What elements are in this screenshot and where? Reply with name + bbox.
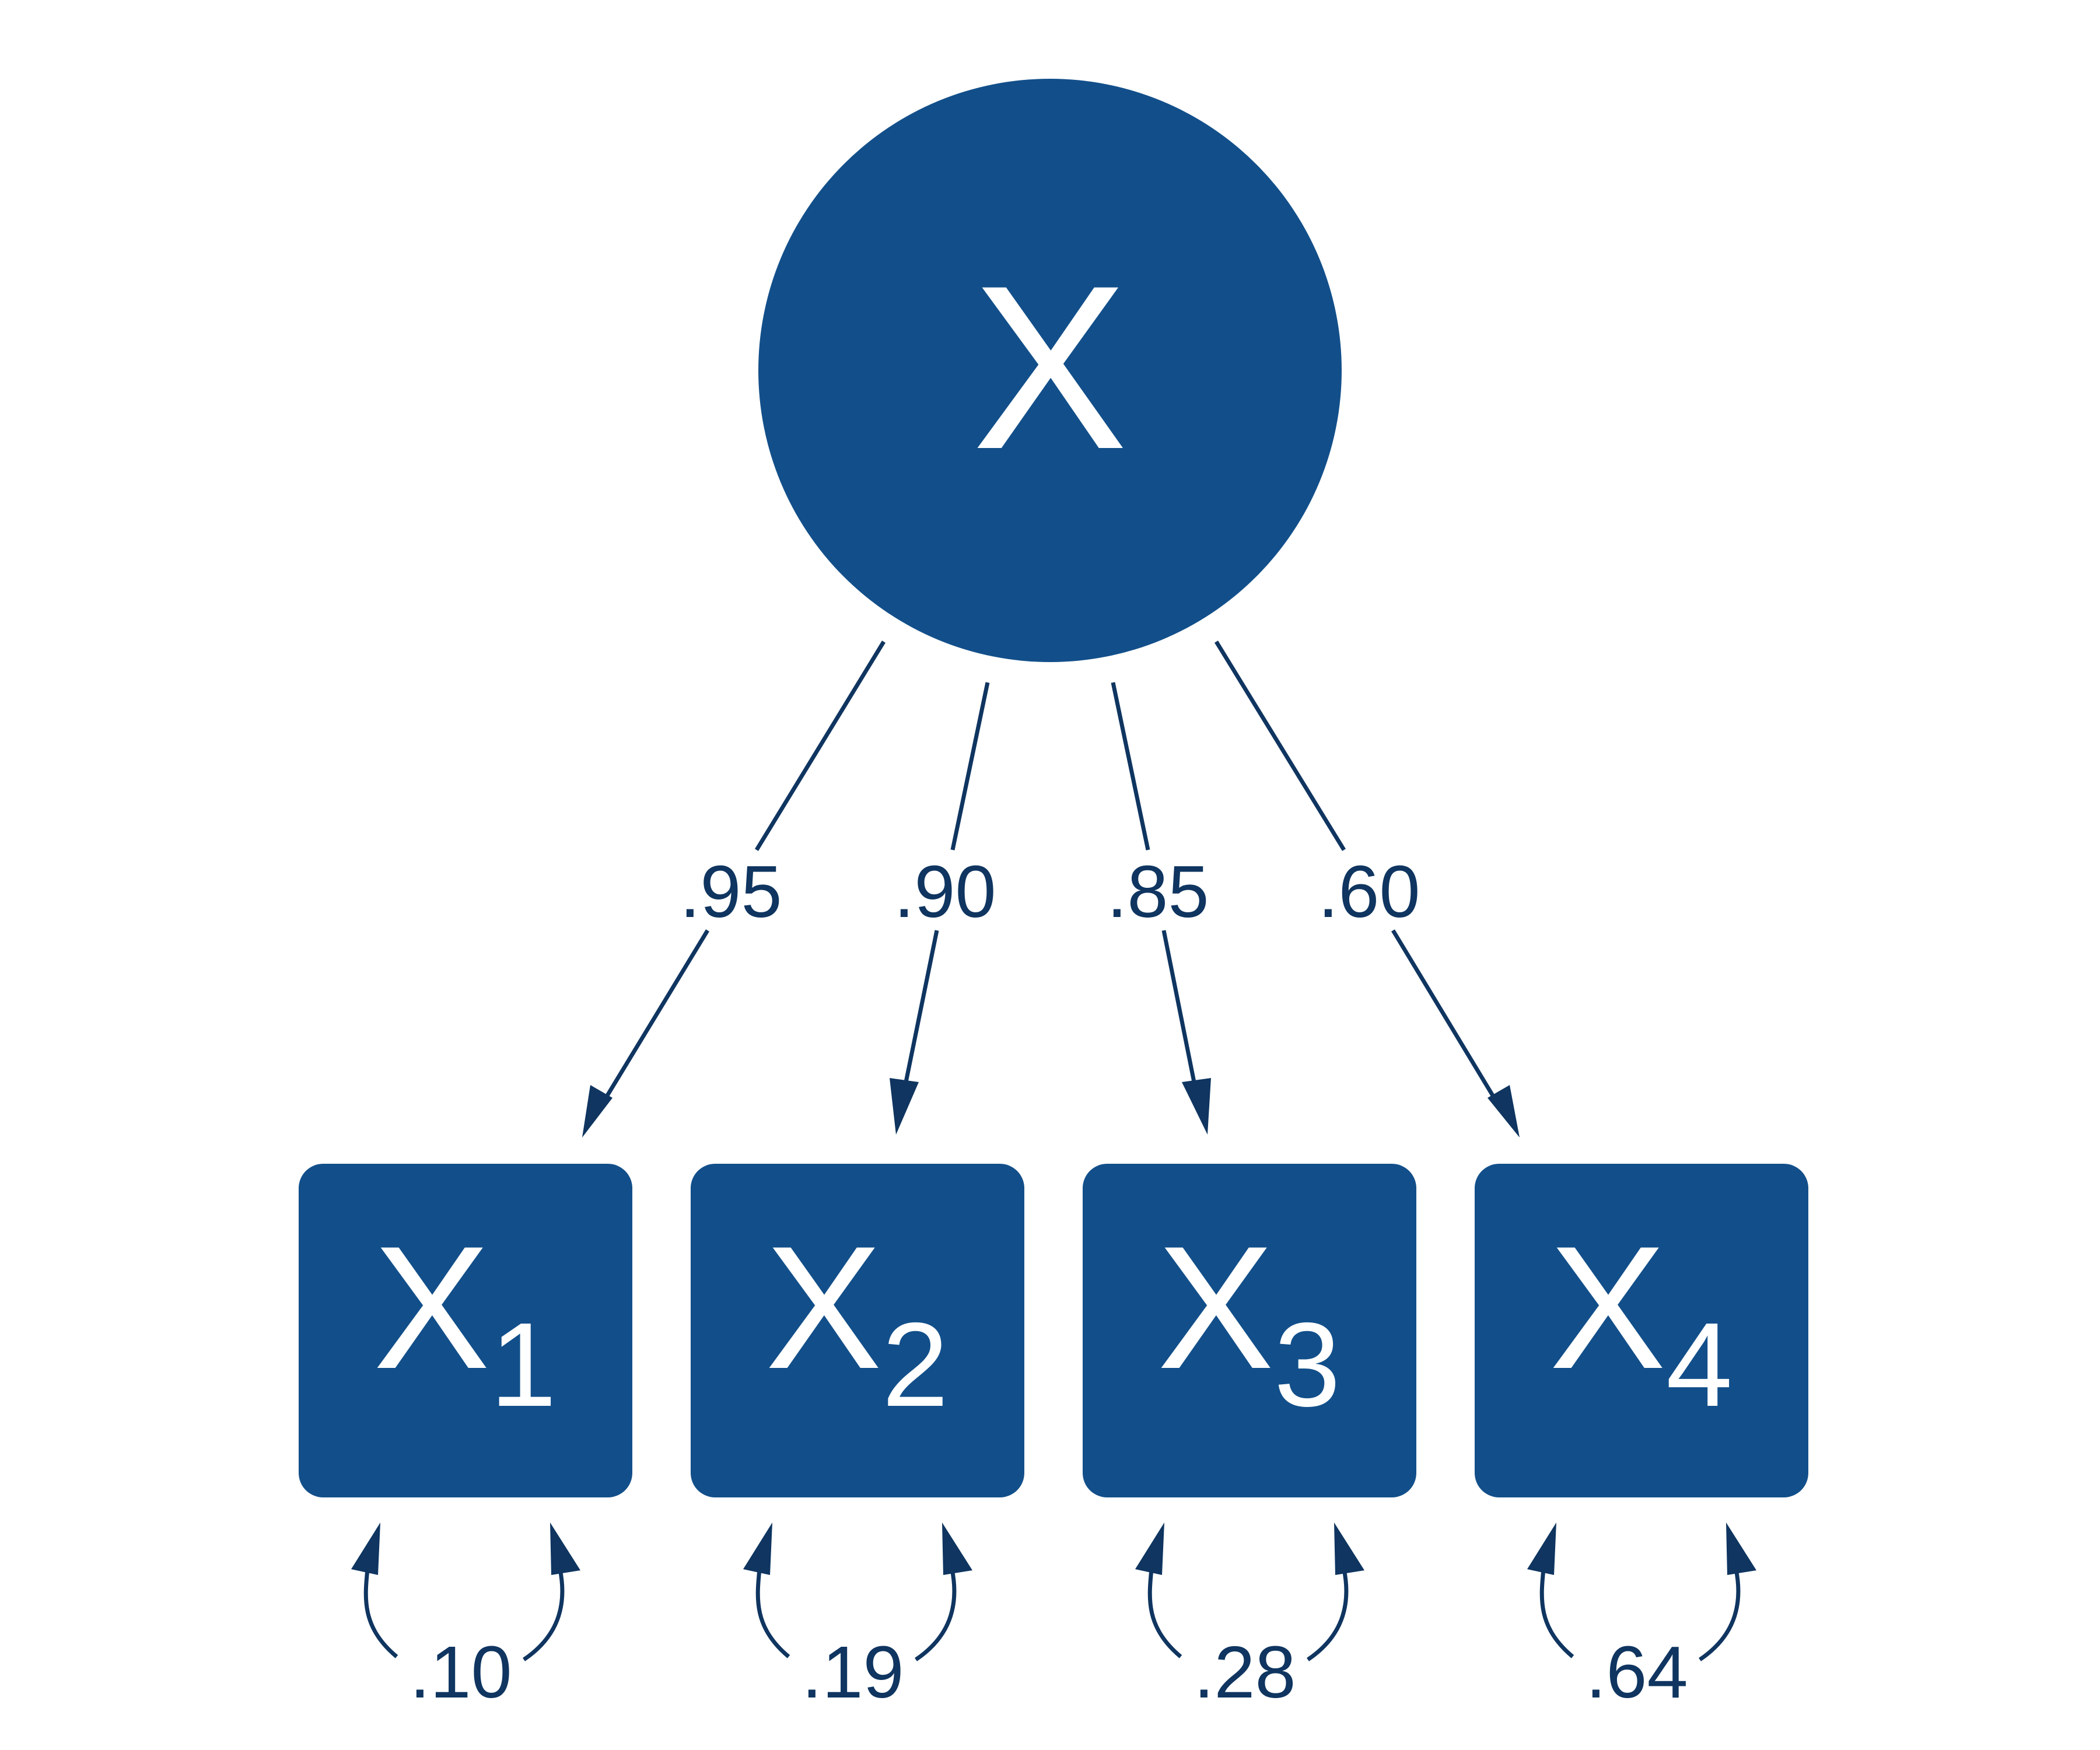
error-loop-3: .28 (1135, 1522, 1364, 1713)
indicator-box-1 (299, 1164, 632, 1497)
loading-line-4-top (1214, 640, 1346, 851)
indicator-box-4 (1475, 1164, 1808, 1497)
loading-line-1-top (755, 640, 886, 851)
indicator-nodes: X1 X2 X3 X4 (299, 1164, 1808, 1497)
loading-line-2-bottom (903, 930, 939, 1086)
error-loop-left-3 (1147, 1569, 1182, 1658)
error-arrowhead-right-3 (1334, 1522, 1364, 1575)
latent-circle (758, 79, 1342, 662)
loading-line-1-bottom (602, 929, 709, 1102)
error-label-1: .10 (410, 1631, 512, 1713)
loading-labels: .95 .90 .85 .60 (680, 850, 1420, 933)
loading-arrowhead-1 (582, 1085, 612, 1138)
loading-edges (582, 640, 1520, 1138)
error-loop-2: .19 (743, 1522, 972, 1713)
error-arrowhead-left-3 (1135, 1522, 1164, 1575)
indicator-base-3: X (1157, 1209, 1274, 1405)
error-loop-right-3 (1307, 1569, 1349, 1661)
error-label-3: .28 (1194, 1631, 1296, 1713)
error-loop-left-4 (1539, 1569, 1574, 1658)
indicator-box-3 (1083, 1164, 1416, 1497)
indicator-base-2: X (765, 1209, 882, 1405)
indicator-node-3: X3 (1083, 1164, 1416, 1497)
loading-line-2-top (950, 682, 990, 850)
error-loop-left-2 (755, 1569, 790, 1658)
error-label-2: .19 (802, 1631, 904, 1713)
indicator-box-2 (691, 1164, 1024, 1497)
error-arrowhead-right-1 (550, 1522, 580, 1575)
loading-label-1: .95 (680, 850, 782, 933)
indicator-sub-4: 4 (1666, 1298, 1732, 1432)
latent-label: X (972, 237, 1128, 498)
indicator-label-3: X3 (1157, 1209, 1340, 1432)
error-arrowhead-right-4 (1726, 1522, 1756, 1575)
loading-line-3-top (1111, 682, 1150, 850)
error-loops: .10 .19 .28 .64 (351, 1522, 1756, 1713)
latent-node: X (758, 79, 1342, 662)
error-loop-4: .64 (1527, 1522, 1756, 1713)
indicator-sub-1: 1 (490, 1298, 556, 1432)
indicator-label-4: X4 (1549, 1209, 1732, 1432)
error-loop-right-4 (1699, 1569, 1741, 1661)
error-loop-right-2 (915, 1569, 957, 1661)
error-label-4: .64 (1586, 1631, 1688, 1713)
error-loop-1: .10 (351, 1522, 580, 1713)
error-arrowhead-left-2 (743, 1522, 772, 1575)
loading-line-4-bottom (1391, 929, 1498, 1102)
loading-label-3: .85 (1107, 850, 1209, 933)
loading-line-3-bottom (1161, 930, 1197, 1086)
loading-label-4: .60 (1318, 850, 1420, 933)
error-arrowhead-left-1 (351, 1522, 380, 1575)
loading-arrowhead-2 (890, 1078, 919, 1135)
loading-arrowhead-3 (1182, 1078, 1211, 1135)
error-arrowhead-left-4 (1527, 1522, 1556, 1575)
indicator-base-1: X (373, 1209, 490, 1405)
indicator-sub-3: 3 (1274, 1298, 1340, 1432)
indicator-node-2: X2 (691, 1164, 1024, 1497)
indicator-node-1: X1 (299, 1164, 632, 1497)
indicator-sub-2: 2 (882, 1298, 949, 1432)
indicator-node-4: X4 (1475, 1164, 1808, 1497)
loading-arrowhead-4 (1488, 1085, 1520, 1138)
indicator-label-2: X2 (765, 1209, 949, 1432)
indicator-label-1: X1 (373, 1209, 556, 1432)
loading-label-2: .90 (894, 850, 996, 933)
error-arrowhead-right-2 (942, 1522, 972, 1575)
indicator-base-4: X (1549, 1209, 1666, 1405)
error-loop-right-1 (523, 1569, 565, 1661)
error-loop-left-1 (363, 1569, 398, 1658)
